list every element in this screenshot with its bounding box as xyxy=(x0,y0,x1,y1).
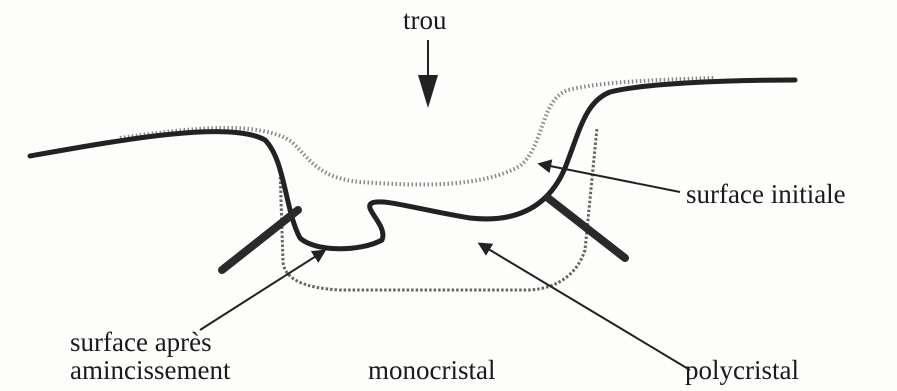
thinning-arrow-left xyxy=(222,210,298,270)
thinned-surface-line xyxy=(30,80,795,249)
surface-apres-pointer xyxy=(200,251,324,330)
label-surface-apres-line1: surface après xyxy=(70,328,230,356)
label-polycristal: polycristal xyxy=(685,356,799,384)
label-surface-initiale: surface initiale xyxy=(686,180,846,208)
thinning-arrow-right xyxy=(548,198,625,258)
label-surface-apres-amincissement: surface après amincissement xyxy=(70,328,230,385)
polycristal-pointer xyxy=(480,244,690,370)
label-trou: trou xyxy=(403,6,447,34)
label-monocristal: monocristal xyxy=(368,356,495,384)
hole-arrow-head xyxy=(418,75,438,108)
label-surface-apres-line2: amincissement xyxy=(70,356,230,384)
polycrystal-boundary xyxy=(280,128,597,290)
